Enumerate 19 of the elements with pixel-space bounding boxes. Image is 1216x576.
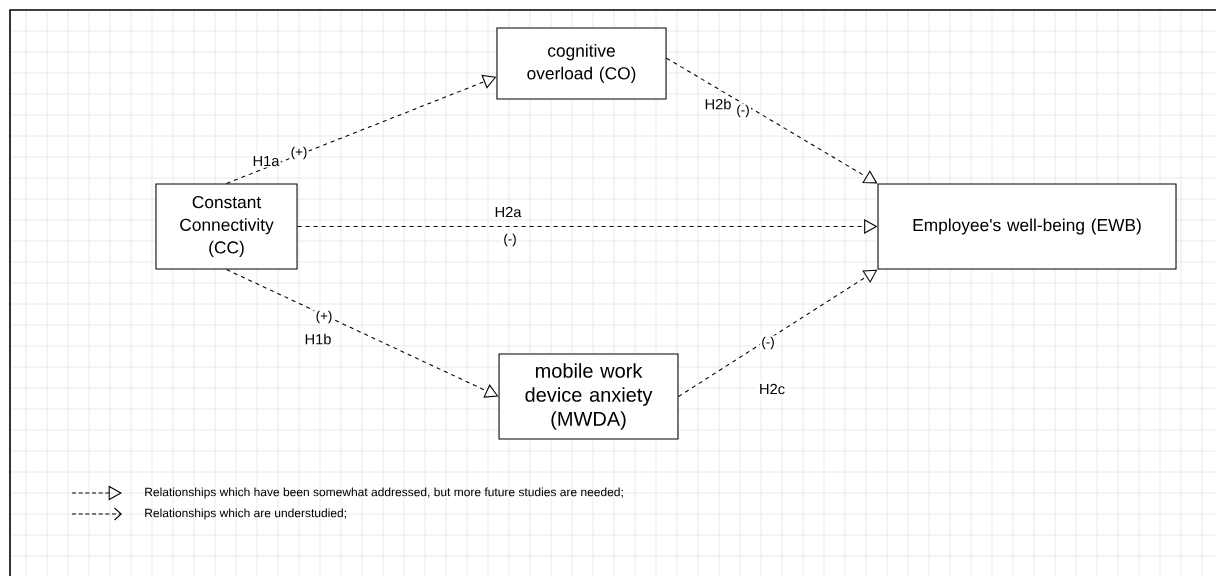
edge-label: H2c bbox=[757, 382, 787, 396]
arrow bbox=[677, 269, 878, 398]
sign-label: (-) bbox=[760, 335, 776, 351]
sign-label: (+) bbox=[314, 309, 334, 325]
sign-label: (-) bbox=[502, 232, 518, 248]
arrow bbox=[225, 269, 499, 398]
sign-label: (-) bbox=[735, 103, 751, 119]
edge-label: H2a bbox=[493, 205, 523, 219]
concept-box: mobile work device anxiety (MWDA) bbox=[498, 353, 679, 440]
arrow bbox=[666, 57, 878, 184]
sign-label: (+) bbox=[289, 145, 309, 161]
concept-box: Employee's well-being (EWB) bbox=[877, 183, 1177, 270]
concept-box: cognitive overload (CO) bbox=[496, 27, 667, 100]
concept-box: Constant Connectivity (CC) bbox=[155, 183, 298, 270]
legend-text: Relationships which are understudied; bbox=[145, 508, 346, 520]
legend-text: Relationships which have been somewhat addressed, but more future studies are needed; bbox=[145, 487, 623, 499]
edge-label: H2b bbox=[703, 97, 733, 111]
edge-label: H1a bbox=[251, 154, 281, 168]
edge-label: H1b bbox=[303, 332, 333, 346]
